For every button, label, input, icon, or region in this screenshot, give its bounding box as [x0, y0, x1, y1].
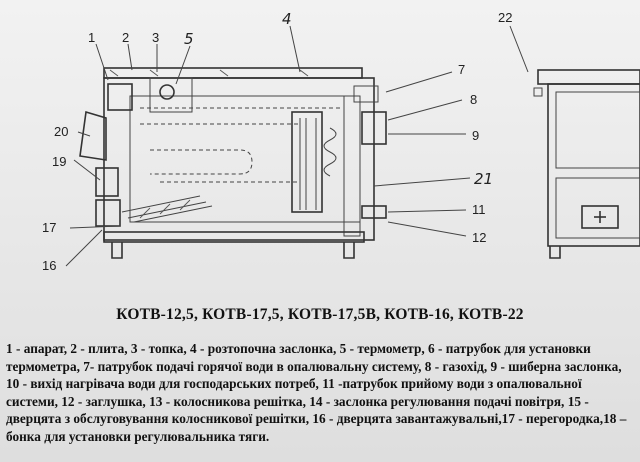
leader-lines — [65, 25, 471, 267]
callout-labels: 1 2 3 5 4 7 8 9 21 11 12 20 19 17 16 22 — [42, 10, 512, 273]
callout-20: 20 — [54, 124, 68, 139]
callout-5: 5 — [184, 30, 194, 48]
parts-legend: 1 - апарат, 2 - плита, 3 - топка, 4 - ро… — [6, 341, 627, 444]
callout-19: 19 — [52, 154, 66, 169]
boiler-body — [79, 67, 387, 259]
callout-7: 7 — [458, 62, 465, 77]
callout-4: 4 — [282, 10, 292, 28]
callout-22: 22 — [498, 10, 512, 25]
callout-11: 11 — [472, 202, 486, 217]
callout-12: 12 — [472, 230, 486, 245]
callout-21: 21 — [474, 170, 493, 188]
model-list-title: КОТВ-12,5, КОТВ-17,5, КОТВ-17,5В, КОТВ-1… — [116, 306, 524, 323]
callout-3: 3 — [152, 30, 159, 45]
boiler-cross-section-drawing: 1 2 3 5 4 7 8 9 21 11 12 20 19 17 16 22 — [42, 10, 640, 273]
callout-16: 16 — [42, 258, 56, 273]
callout-8: 8 — [470, 92, 477, 107]
callout-2: 2 — [122, 30, 129, 45]
callout-17: 17 — [42, 220, 56, 235]
callout-1: 1 — [88, 30, 95, 45]
callout-9: 9 — [472, 128, 479, 143]
boiler-front-view — [509, 25, 640, 259]
